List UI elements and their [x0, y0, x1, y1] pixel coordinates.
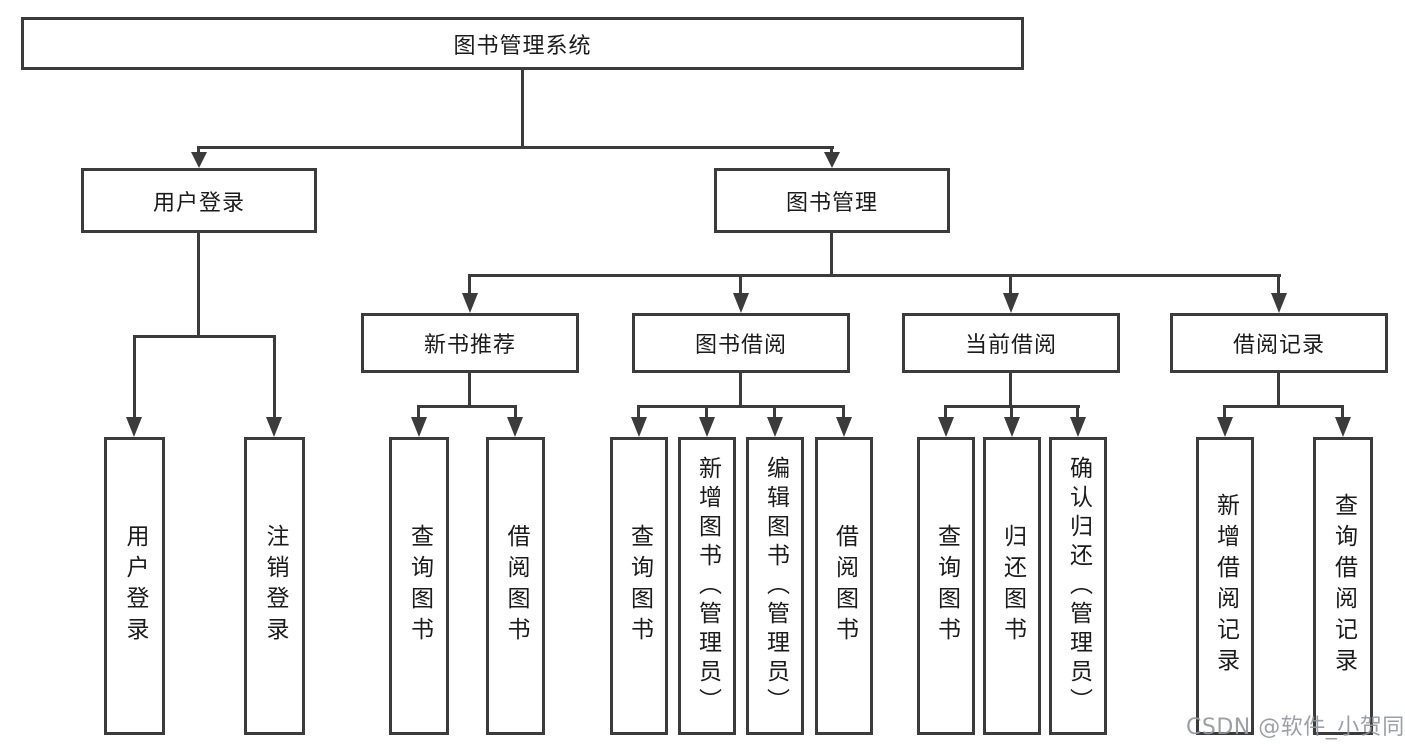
connector-segment: [133, 335, 276, 338]
arrowhead-icon: [938, 417, 954, 437]
arrowhead-icon: [507, 417, 523, 437]
connector-segment: [1009, 373, 1012, 407]
node-bb-query-book: 查询图书: [610, 437, 668, 735]
connector-segment: [1277, 274, 1280, 294]
connector-segment: [417, 405, 420, 418]
connector-segment: [417, 405, 517, 408]
arrowhead-icon: [1003, 293, 1019, 313]
node-nb-query-book: 查询图书: [389, 437, 449, 735]
node-bb-edit-book: 编辑图书（管理员）: [746, 437, 804, 735]
connector-segment: [273, 335, 276, 419]
arrowhead-icon: [1271, 293, 1287, 313]
watermark: CSDN @软件_小贺同学: [1186, 715, 1405, 740]
connector-segment: [842, 405, 845, 418]
connector-segment: [197, 146, 834, 149]
node-bb-add-book: 新增图书（管理员）: [678, 437, 736, 735]
node-book-borrow: 图书借阅: [632, 313, 850, 373]
node-borrow-records: 借阅记录: [1170, 313, 1388, 373]
node-cb-confirm-return: 确认归还（管理员）: [1049, 437, 1107, 735]
arrowhead-icon: [1335, 417, 1351, 437]
connector-segment: [521, 70, 524, 147]
connector-segment: [705, 405, 708, 418]
node-bb-borrow-book: 借阅图书: [815, 437, 873, 735]
node-new-book-rec: 新书推荐: [361, 313, 579, 373]
node-cb-query-book: 查询图书: [917, 437, 975, 735]
connector-segment: [197, 146, 200, 156]
node-cb-return-book: 归还图书: [983, 437, 1041, 735]
connector-segment: [1223, 405, 1226, 418]
connector-segment: [1076, 405, 1079, 418]
arrowhead-icon: [1070, 417, 1086, 437]
arrowhead-icon: [126, 417, 142, 437]
connector-segment: [1224, 405, 1344, 408]
node-br-query-record: 查询借阅记录: [1313, 437, 1373, 735]
connector-segment: [739, 274, 742, 294]
connector-segment: [830, 146, 833, 156]
node-book-mgmt: 图书管理: [714, 168, 950, 233]
node-ul-logout: 注销登录: [244, 437, 305, 735]
connector-segment: [830, 233, 833, 275]
arrowhead-icon: [699, 417, 715, 437]
connector-segment: [1010, 405, 1013, 418]
connector-segment: [468, 373, 471, 407]
connector-segment: [637, 405, 640, 418]
node-br-add-record: 新增借阅记录: [1196, 437, 1254, 735]
connector-segment: [944, 405, 947, 418]
arrowhead-icon: [631, 417, 647, 437]
node-nb-borrow-book: 借阅图书: [486, 437, 545, 735]
node-ul-user-login: 用户登录: [104, 437, 165, 735]
connector-segment: [1277, 373, 1280, 407]
connector-segment: [133, 335, 136, 419]
arrowhead-icon: [767, 417, 783, 437]
arrowhead-icon: [462, 293, 478, 313]
connector-segment: [739, 373, 742, 407]
node-user-login: 用户登录: [81, 168, 317, 233]
connector-segment: [638, 405, 845, 408]
connector-segment: [514, 405, 517, 418]
connector-segment: [1009, 274, 1012, 294]
arrowhead-icon: [1004, 417, 1020, 437]
arrowhead-icon: [266, 417, 282, 437]
arrowhead-icon: [836, 417, 852, 437]
arrowhead-icon: [191, 152, 207, 168]
connector-segment: [468, 274, 471, 294]
arrowhead-icon: [824, 152, 840, 168]
connector-segment: [197, 233, 200, 336]
arrowhead-icon: [1217, 417, 1233, 437]
connector-segment: [773, 405, 776, 418]
arrowhead-icon: [733, 293, 749, 313]
arrowhead-icon: [411, 417, 427, 437]
node-current-borrow: 当前借阅: [902, 313, 1120, 373]
connector-segment: [468, 274, 1281, 277]
connector-segment: [1341, 405, 1344, 418]
node-root: 图书管理系统: [21, 17, 1024, 70]
